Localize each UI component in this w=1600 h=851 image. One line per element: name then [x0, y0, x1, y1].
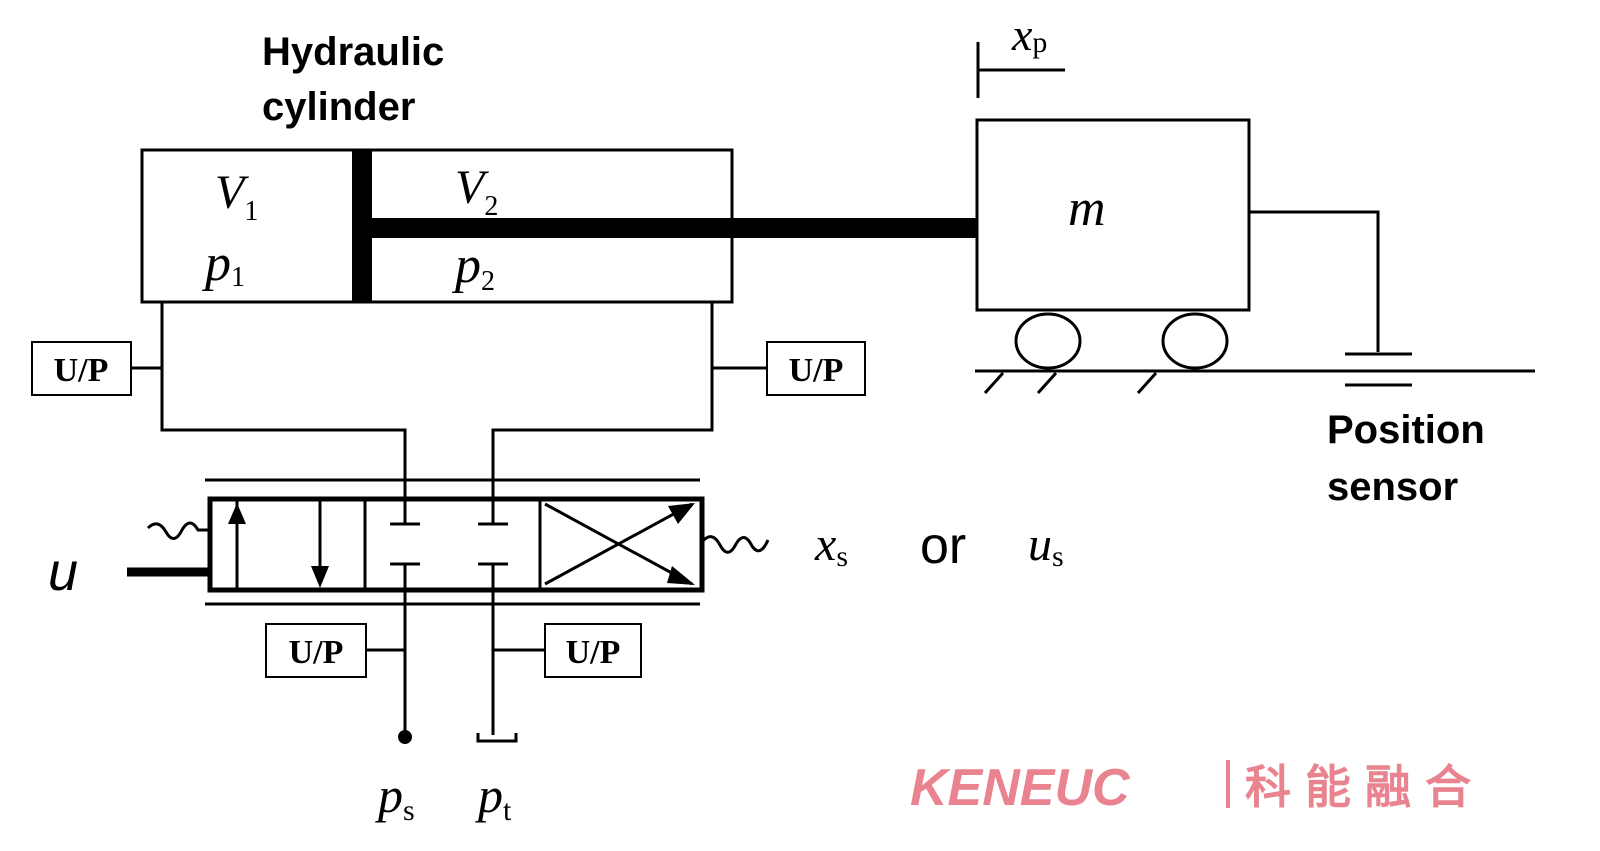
pressure-transducer-top-right: U/P	[766, 341, 866, 396]
up-label-top-right: U/P	[789, 352, 844, 389]
svg-text:p2: p2	[451, 237, 495, 297]
up-label-bottom-right: U/P	[566, 634, 621, 671]
xp-subscript: p	[1032, 26, 1047, 59]
us-label: u	[1028, 518, 1052, 571]
or-label: or	[920, 517, 966, 575]
svg-text:V2: V2	[455, 161, 498, 222]
p1-subscript: 1	[231, 262, 245, 293]
ps-subscript: s	[403, 794, 415, 827]
v2-label: V	[455, 161, 489, 214]
svg-text:xs: xs	[814, 518, 848, 573]
servo-valve	[146, 478, 770, 606]
sensor-label-line1: Position	[1327, 408, 1485, 452]
pt-subscript: t	[503, 794, 512, 827]
p1-label: p	[201, 235, 231, 292]
v2-subscript: 2	[484, 191, 498, 222]
v1-subscript: 1	[244, 196, 258, 227]
piston-rod	[372, 218, 977, 238]
xs-subscript: s	[836, 540, 848, 573]
u-label: u	[48, 542, 78, 602]
xp-marker	[976, 42, 1065, 98]
pressure-transducer-bottom-left: U/P	[265, 623, 367, 678]
wheel-right	[1161, 312, 1229, 370]
xs-label: x	[814, 518, 836, 571]
svg-text:pt: pt	[475, 767, 512, 827]
watermark-latin: KENEUC	[910, 759, 1131, 817]
pt-label: p	[475, 767, 503, 823]
up-label-top-left: U/P	[54, 352, 109, 389]
mass-block: m	[975, 118, 1251, 312]
hydraulic-lines	[131, 302, 767, 500]
svg-text:ps: ps	[375, 767, 415, 827]
supply-return-lines	[366, 564, 545, 743]
chamber-2-labels: V2 p2	[451, 161, 498, 297]
watermark-logo: KENEUC 科能融合	[910, 759, 1485, 817]
svg-text:p1: p1	[201, 235, 245, 293]
p2-label: p	[451, 237, 481, 294]
ground	[975, 369, 1535, 395]
chamber-1-labels: V1 p1	[201, 166, 258, 293]
sensor-label-line2: sensor	[1327, 465, 1458, 509]
position-sensor	[1249, 210, 1412, 387]
watermark-cjk: 科能融合	[1245, 761, 1485, 813]
supply-port-dot	[398, 730, 412, 744]
wheel-left	[1014, 312, 1082, 370]
xp-label: x	[1011, 9, 1033, 60]
v1-label: V	[215, 166, 249, 219]
svg-text:xp: xp	[1011, 9, 1047, 60]
mass-wheels	[1014, 312, 1229, 370]
pressure-transducer-top-left: U/P	[31, 341, 132, 396]
hydraulic-cylinder	[140, 148, 977, 304]
svg-text:V1: V1	[215, 166, 258, 227]
pressure-transducer-bottom-right: U/P	[544, 623, 642, 678]
cylinder-title-line1: Hydraulic	[262, 30, 444, 74]
p2-subscript: 2	[481, 266, 495, 297]
mass-label: m	[1068, 180, 1106, 237]
svg-text:us: us	[1028, 518, 1064, 573]
us-subscript: s	[1052, 540, 1064, 573]
ps-label: p	[375, 767, 403, 823]
up-label-bottom-left: U/P	[289, 634, 344, 671]
cylinder-title-line2: cylinder	[262, 85, 415, 129]
piston	[352, 150, 372, 302]
